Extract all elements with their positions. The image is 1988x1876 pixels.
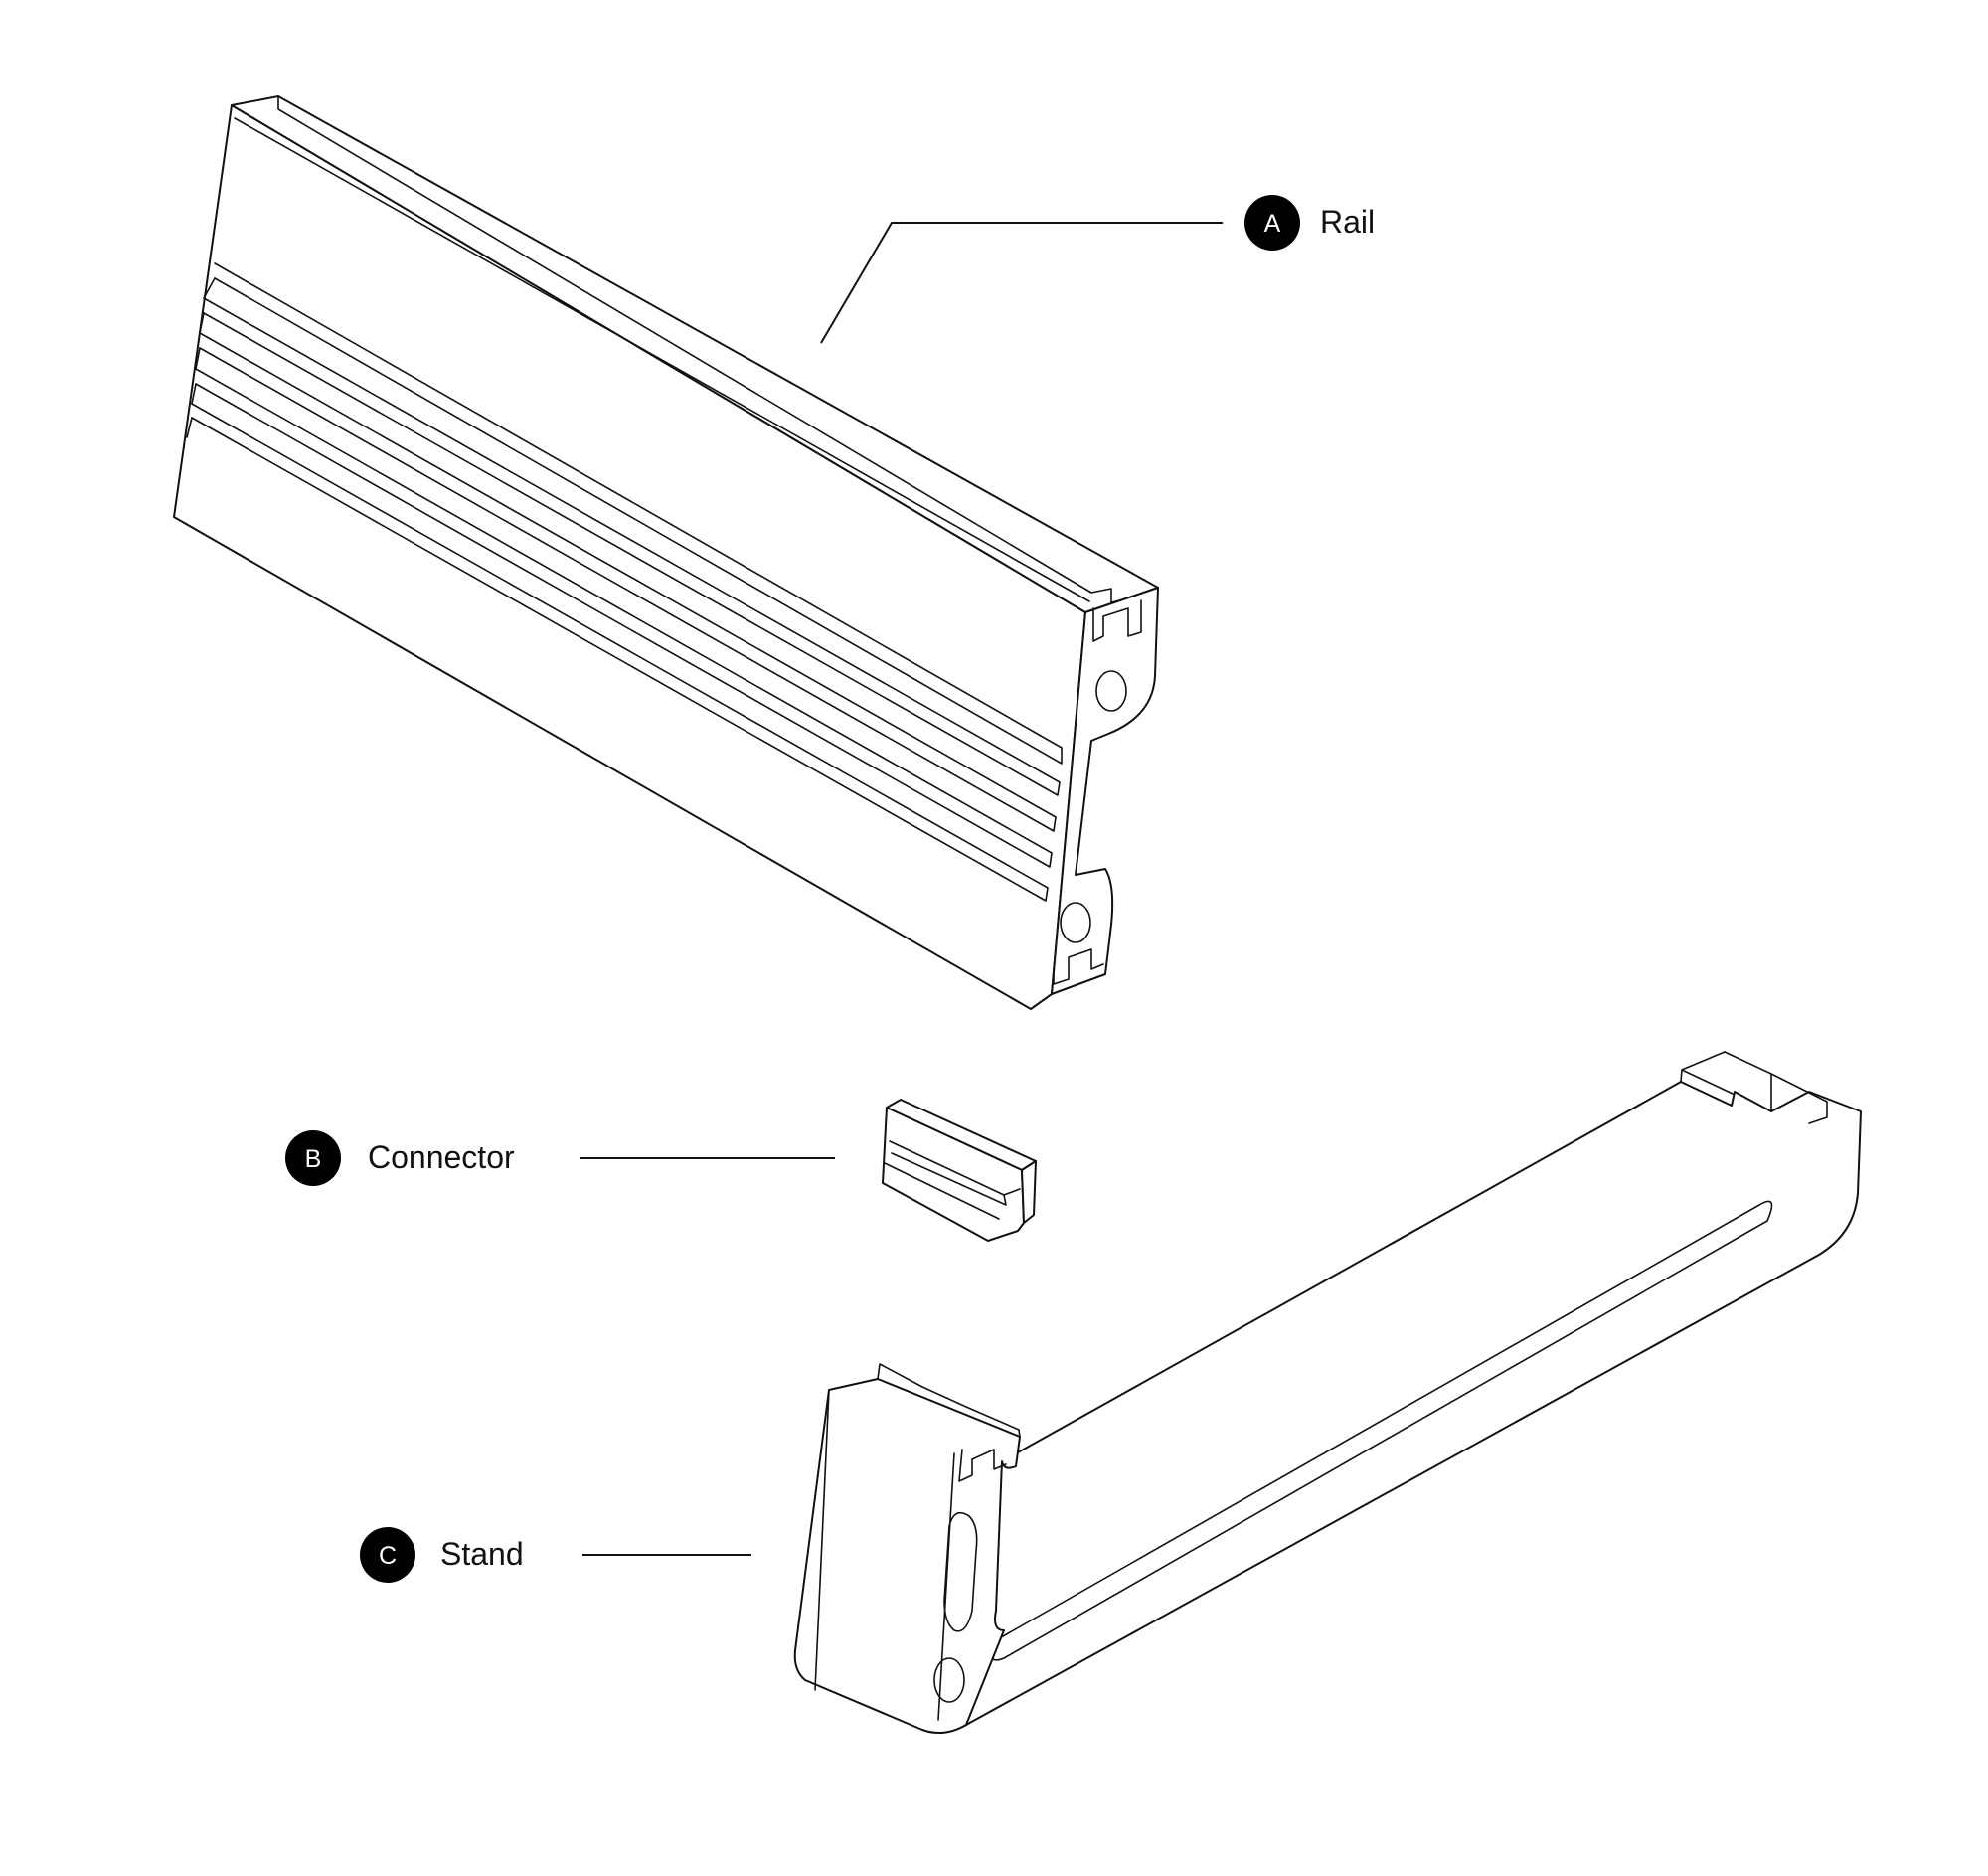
- callout-b-letter: B: [305, 1145, 322, 1173]
- stand-part: [793, 1051, 1862, 1735]
- rail-lower-hole: [1060, 902, 1091, 943]
- rail-end-profile: [1051, 587, 1159, 995]
- stand-long-arm: [943, 1081, 1862, 1729]
- stand-corner-hole: [933, 1657, 965, 1703]
- stand-upright-slot: [943, 1511, 978, 1632]
- callout-a-label: Rail: [1320, 204, 1375, 240]
- callout-a-leader: [820, 222, 1223, 344]
- callout-c-letter: C: [379, 1542, 397, 1570]
- callout-c-badge: [360, 1527, 415, 1583]
- rail-front-face: [173, 104, 1086, 1010]
- callout-c: C Stand: [360, 1527, 751, 1583]
- connector-end-profile: [1021, 1160, 1037, 1224]
- callout-c-label: Stand: [440, 1536, 524, 1572]
- callout-b-label: Connector: [368, 1139, 515, 1175]
- rail-upper-hole: [1095, 670, 1127, 712]
- stand-short-arm: [793, 1378, 1021, 1735]
- callout-a-letter: A: [1264, 210, 1281, 238]
- callout-a-badge: [1244, 195, 1300, 251]
- rail-ribs: [186, 262, 1063, 902]
- callout-b: B Connector: [285, 1130, 835, 1186]
- callout-b-badge: [285, 1130, 341, 1186]
- callout-a: A Rail: [820, 195, 1375, 344]
- connector-part: [882, 1099, 1037, 1242]
- rail-part: [173, 95, 1159, 1010]
